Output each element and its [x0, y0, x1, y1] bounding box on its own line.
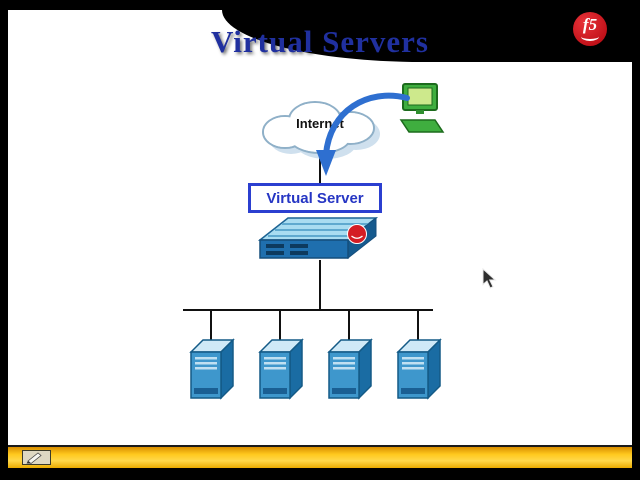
- server-drop-line: [417, 310, 419, 342]
- server-drop-line: [279, 310, 281, 342]
- pool-server-icon: [396, 338, 442, 400]
- virtual-server-box: Virtual Server: [248, 183, 382, 213]
- network-bus-line: [183, 309, 433, 311]
- pool-server-icon: [189, 338, 235, 400]
- server-drop-line: [348, 310, 350, 342]
- traffic-arrow-icon: [316, 92, 410, 176]
- pen-tool-icon: [22, 450, 51, 465]
- internet-cloud-icon: [262, 101, 380, 159]
- f5-logo: f5: [573, 12, 607, 46]
- virtual-server-label: Virtual Server: [266, 189, 364, 207]
- pool-server-icon: [327, 338, 373, 400]
- f5-ball-icon: [347, 224, 367, 244]
- appliance-to-bus-line: [319, 260, 321, 310]
- server-drop-line: [210, 310, 212, 342]
- f5-logo-text: f5: [582, 14, 598, 34]
- mouse-cursor: [482, 268, 497, 289]
- presentation-slide: Virtual Servers f5 Internet: [8, 10, 632, 468]
- cloud-to-vs-line: [319, 152, 321, 184]
- annotation-tool-button[interactable]: [22, 450, 52, 466]
- client-computer-icon: [399, 83, 445, 133]
- bottom-toolbar: [8, 445, 632, 468]
- slide-title: Virtual Servers: [211, 24, 429, 59]
- pool-server-icon: [258, 338, 304, 400]
- f5-logo-swoosh-icon: [581, 32, 599, 41]
- load-balancer-appliance-icon: [258, 216, 378, 260]
